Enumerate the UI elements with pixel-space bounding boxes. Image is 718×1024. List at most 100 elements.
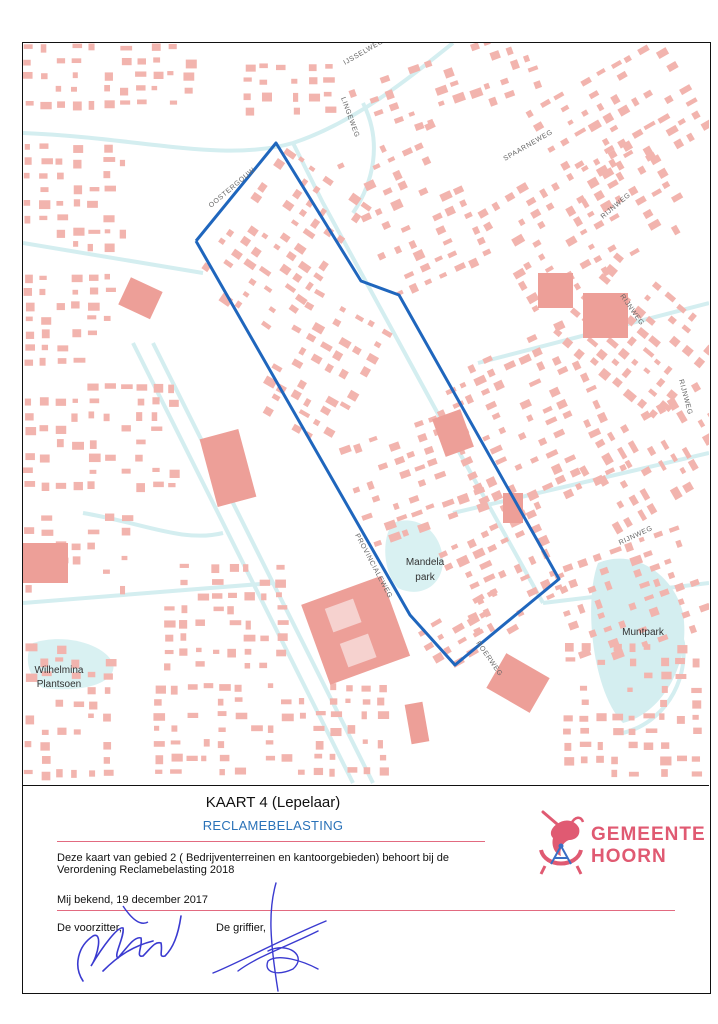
building [545, 448, 559, 459]
building [579, 258, 592, 270]
building [611, 358, 620, 367]
building [41, 771, 51, 781]
building [560, 137, 570, 147]
building [586, 210, 595, 218]
building [187, 684, 198, 690]
building [551, 182, 560, 192]
building [261, 593, 267, 601]
building [663, 558, 672, 565]
building [523, 261, 532, 271]
building [476, 501, 490, 513]
building [525, 109, 534, 119]
building [498, 426, 507, 435]
building [568, 578, 579, 589]
building [135, 454, 143, 462]
building [268, 306, 277, 314]
building [452, 91, 466, 104]
building [367, 319, 375, 328]
building [87, 542, 95, 550]
building [700, 118, 709, 131]
building [360, 212, 372, 223]
building [417, 432, 428, 443]
building [479, 559, 493, 571]
building [417, 521, 431, 534]
building [414, 142, 424, 151]
building [154, 725, 160, 731]
building [197, 593, 210, 601]
building [452, 185, 465, 196]
building [611, 769, 618, 778]
building [225, 228, 235, 238]
building [403, 270, 415, 280]
building [259, 662, 268, 669]
building [408, 494, 420, 504]
building [610, 59, 623, 69]
building [89, 274, 99, 281]
building [631, 97, 640, 107]
building [219, 769, 225, 776]
building [275, 579, 286, 588]
building [615, 160, 625, 171]
building [423, 445, 435, 455]
building [228, 592, 237, 598]
building [168, 43, 177, 50]
building [137, 398, 145, 406]
building [599, 199, 614, 213]
building [407, 63, 421, 75]
building [569, 307, 581, 318]
building [596, 102, 605, 112]
building [41, 529, 54, 536]
building [447, 511, 459, 520]
building [497, 569, 507, 579]
building [466, 614, 481, 627]
building [73, 729, 81, 735]
building [23, 467, 33, 474]
building [227, 606, 234, 615]
building [24, 215, 31, 224]
building [476, 236, 486, 246]
building [24, 157, 32, 165]
building [588, 90, 600, 100]
building [298, 698, 305, 705]
building-block [525, 44, 709, 204]
building [39, 200, 51, 210]
building [643, 550, 653, 558]
building [486, 622, 496, 633]
building [519, 398, 532, 410]
building [618, 620, 627, 629]
building [195, 619, 205, 626]
building [423, 641, 435, 652]
building [506, 623, 520, 635]
building [677, 645, 688, 654]
building-block [337, 120, 492, 297]
building [530, 208, 542, 219]
building [322, 175, 334, 187]
building [234, 300, 243, 309]
building [104, 185, 116, 192]
building [609, 213, 620, 222]
building [87, 687, 96, 695]
building [87, 529, 100, 535]
building [104, 687, 111, 694]
building [320, 341, 333, 352]
building [686, 132, 695, 143]
building [261, 92, 273, 102]
building [379, 754, 387, 761]
building [639, 488, 651, 501]
building [576, 194, 586, 204]
building [40, 742, 50, 751]
building [257, 182, 268, 193]
building [325, 395, 339, 408]
building [554, 474, 567, 485]
building [653, 358, 661, 366]
building [87, 200, 98, 208]
building [514, 463, 523, 471]
building [121, 527, 131, 536]
building [599, 566, 610, 576]
building [532, 239, 542, 248]
building [644, 672, 653, 679]
building [579, 465, 590, 477]
building [230, 248, 243, 260]
building [583, 419, 592, 428]
building [482, 43, 491, 46]
